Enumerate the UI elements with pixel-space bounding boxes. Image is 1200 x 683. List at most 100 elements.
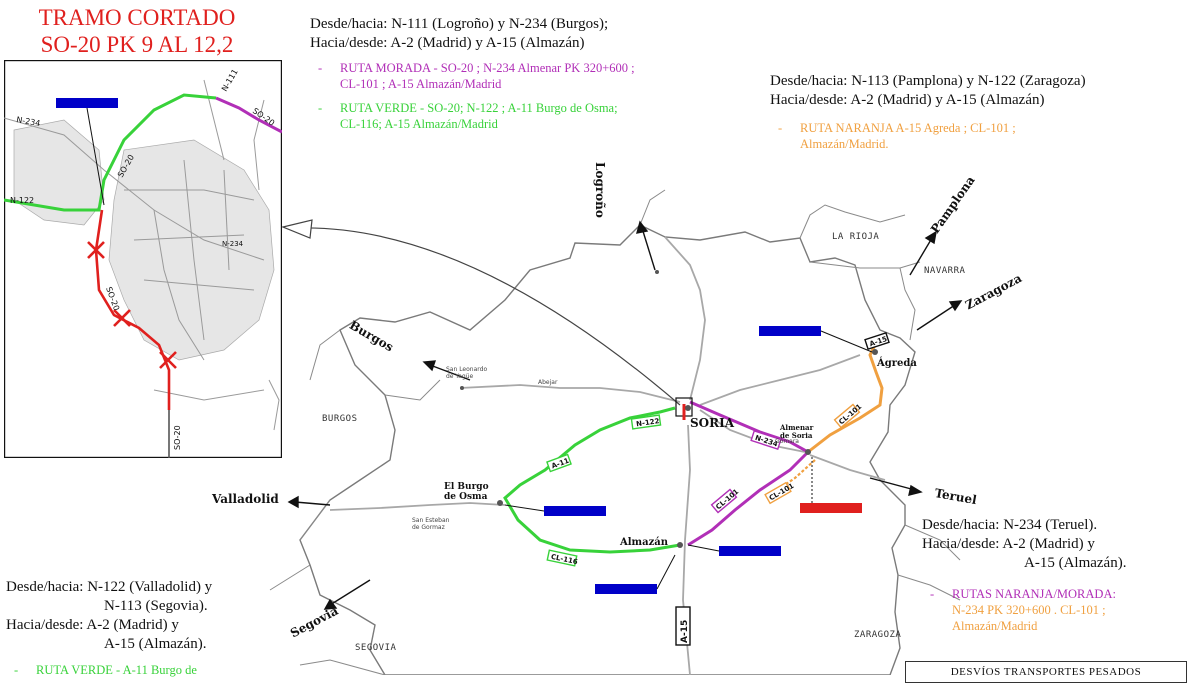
north-green-route-text: - RUTA VERDE - SO-20; N-122 ; A-11 Burgo … [318,100,618,132]
inset-blue-marker [56,98,118,108]
red-marker [800,503,862,513]
southwest-info-block: Desde/hacia: N-122 (Valladolid) y N-113 … [6,578,212,654]
inset-green-route [4,93,217,212]
road-label-n122: N-122 [636,417,660,428]
direction-arrows [287,220,963,610]
southeast-line-3: A-15 (Almazán). [1024,555,1127,571]
green-route [503,406,681,554]
purple-route [687,400,811,547]
inset-map: N-234 N-122 SO-20 SO-20 SO-20 SO-20 N-11… [4,60,282,458]
northeast-line-2: Hacia/desde: A-2 (Madrid) y A-15 (Almazá… [770,92,1045,108]
north-line-2: Hacia/desde: A-2 (Madrid) y A-15 (Almazá… [310,35,585,51]
northeast-orange-route-text: - RUTA NARANJA A-15 Agreda ; CL-101 ; Alm… [778,120,1016,152]
region-la-rioja: LA RIOJA [832,232,880,242]
region-boundary-burgos-segovia [269,499,386,675]
green-route-text-1: RUTA VERDE - SO-20; N-122 ; A-11 Burgo d… [340,101,618,115]
blue-marker [759,326,821,336]
southwest-line-3: Hacia/desde: A-2 (Madrid) y [6,617,179,633]
region-boundary-zaragoza [897,524,961,601]
label-burgo-de-osma: El Burgo de Osma [444,482,489,502]
title-line-2: SO-20 PK 9 AL 12,2 [40,32,234,57]
southeast-route-a: RUTAS NARANJA/MORADA: [952,587,1116,601]
road-shields [546,331,890,646]
north-info-block: Desde/hacia: N-111 (Logroño) y N-234 (Bu… [310,15,608,53]
inset-urban-area [13,119,275,361]
province-outline [299,224,916,675]
bullet: - [318,61,323,75]
green-route-text-2: CL-116; A-15 Almazán/Madrid [340,117,498,131]
northeast-line-1: Desde/hacia: N-113 (Pamplona) y N-122 (Z… [770,73,1086,89]
inset-connector-line [299,227,681,406]
region-navarra: NAVARRA [924,266,966,276]
region-segovia: SEGOVIA [355,643,397,653]
blue-marker [719,546,781,556]
inset-connector-arrowhead [281,219,313,239]
title-line-1: TRAMO CORTADO [38,5,236,30]
cut-cross-icon [87,241,177,369]
north-line-1: Desde/hacia: N-111 (Logroño) y N-234 (Bu… [310,16,609,32]
southeast-route-c: Almazán/Madrid [952,619,1038,633]
label-burgo-line-1: El Burgo [444,482,489,492]
inset-label-n234: N-234 [16,115,41,128]
town-markers [460,270,878,548]
region-boundary-navarra [899,267,916,341]
north-purple-route-text: - RUTA MORADA - SO-20 ; N-234 Almenar PK … [318,60,635,92]
southwest-green-route: RUTA VERDE - A-11 Burgo de [36,663,197,677]
inset-blue-marker-leader [86,107,105,206]
label-san-esteban-line-1: San Esteban [412,517,450,524]
region-burgos: BURGOS [322,414,358,424]
inset-label-n122: N-122 [10,196,34,205]
secondary-roads [329,236,886,675]
orange-route-text-2: Almazán/Madrid. [800,137,889,151]
label-almenar-line-2: de Soria [780,431,813,440]
orange-route [807,344,884,454]
blue-marker [544,506,606,516]
label-almenar: Almenar de Soria [780,424,813,440]
label-almazan: Almazán [620,537,669,548]
southwest-line-2: N-113 (Segovia). [104,598,208,614]
inset-label-n234-center: N-234 [222,240,244,248]
label-san-leonardo-line-2: de Yagüe [446,373,474,380]
label-almenar-line-1: Almenar [780,423,814,432]
bullet: - [14,663,19,677]
bullet: - [318,101,323,115]
heavy-transport-legend: DESVÍOS TRANSPORTES PESADOS [905,661,1187,683]
label-san-esteban: San Esteban de Gormaz [412,517,449,531]
southeast-route-b: N-234 PK 320+600 . CL-101 ; [952,603,1106,617]
label-logrono: Logroño [593,162,607,218]
southeast-route-text: - RUTAS NARANJA/MORADA: N-234 PK 320+600 … [930,586,1116,634]
inset-streets [4,79,280,431]
inset-label-so20-bottom: SO-20 [173,425,182,450]
purple-route-text-1: RUTA MORADA - SO-20 ; N-234 Almenar PK 3… [340,61,635,75]
southwest-green-route-text: - RUTA VERDE - A-11 Burgo de [14,662,197,678]
southwest-line-4: A-15 (Almazán). [104,636,207,652]
label-san-leonardo-line-1: San Leonardo [446,366,488,373]
label-soria: SORIA [690,416,735,430]
northeast-info-block: Desde/hacia: N-113 (Pamplona) y N-122 (Z… [770,72,1086,110]
bullet: - [778,121,783,135]
southeast-info-block: Desde/hacia: N-234 (Teruel). Hacia/desde… [922,516,1126,573]
purple-route-text-2: CL-101 ; A-15 Almazán/Madrid [340,77,502,91]
inset-purple-route [215,96,282,134]
label-san-leonardo: San Leonardo de Yagüe [446,366,487,380]
southeast-line-1: Desde/hacia: N-234 (Teruel). [922,517,1098,533]
blue-marker-leaders [504,330,873,590]
label-valladolid: Valladolid [212,492,279,506]
southwest-line-1: Desde/hacia: N-122 (Valladolid) y [6,579,213,595]
southeast-line-2: Hacia/desde: A-2 (Madrid) y [922,536,1095,552]
bullet: - [930,587,935,601]
blue-marker [595,584,657,594]
page-title: TRAMO CORTADO SO-20 PK 9 AL 12,2 [12,4,262,58]
region-boundary-inner [309,329,441,401]
label-san-esteban-line-2: de Gormaz [412,524,445,531]
label-burgo-line-2: de Osma [444,492,488,502]
orange-route-text-1: RUTA NARANJA A-15 Agreda ; CL-101 ; [800,121,1016,135]
road-shield-labels: N-122 A-11 CL-116 N-234 CL-101 CL-101 CL… [550,335,888,643]
legend-title: DESVÍOS TRANSPORTES PESADOS [950,666,1142,678]
region-zaragoza: ZARAGOZA [854,630,902,640]
label-agreda: Ágreda [877,358,917,369]
label-gomara: Gómara [775,438,799,445]
road-label-a15: A-15 [680,620,690,643]
